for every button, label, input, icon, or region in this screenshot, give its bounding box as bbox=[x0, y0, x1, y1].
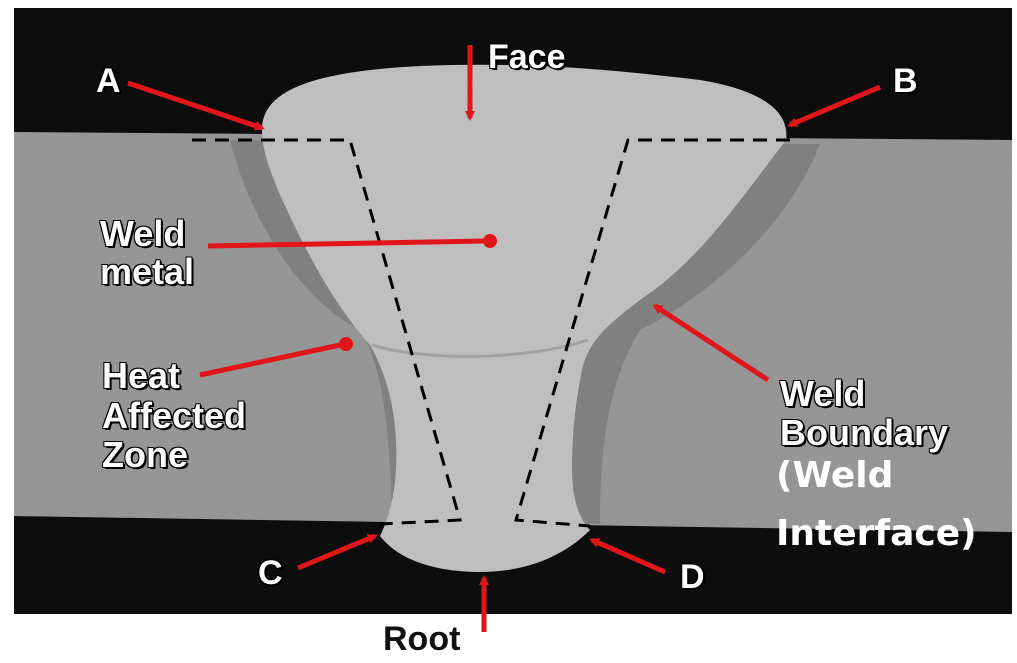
label-haz-line1: Heat bbox=[102, 358, 180, 394]
label-haz-line3: Zone bbox=[102, 437, 188, 473]
label-haz-line2: Affected bbox=[102, 398, 246, 434]
label-weld-metal-line2: metal bbox=[100, 254, 194, 290]
label-face: Face bbox=[488, 40, 566, 74]
label-weld-metal-line1: Weld bbox=[100, 216, 185, 252]
label-weld-boundary-line1: Weld bbox=[780, 376, 865, 412]
label-c: C bbox=[258, 556, 283, 590]
label-a: A bbox=[96, 64, 121, 98]
label-weld-interface-line2: Interface) bbox=[776, 516, 977, 552]
haz-dot bbox=[339, 337, 353, 351]
label-d: D bbox=[680, 560, 705, 594]
label-weld-boundary-line2: Boundary bbox=[780, 415, 948, 451]
label-root: Root bbox=[383, 622, 460, 656]
weld-metal-dot bbox=[483, 234, 497, 248]
label-weld-interface-line1: (Weld bbox=[776, 458, 893, 494]
label-b: B bbox=[893, 64, 918, 98]
